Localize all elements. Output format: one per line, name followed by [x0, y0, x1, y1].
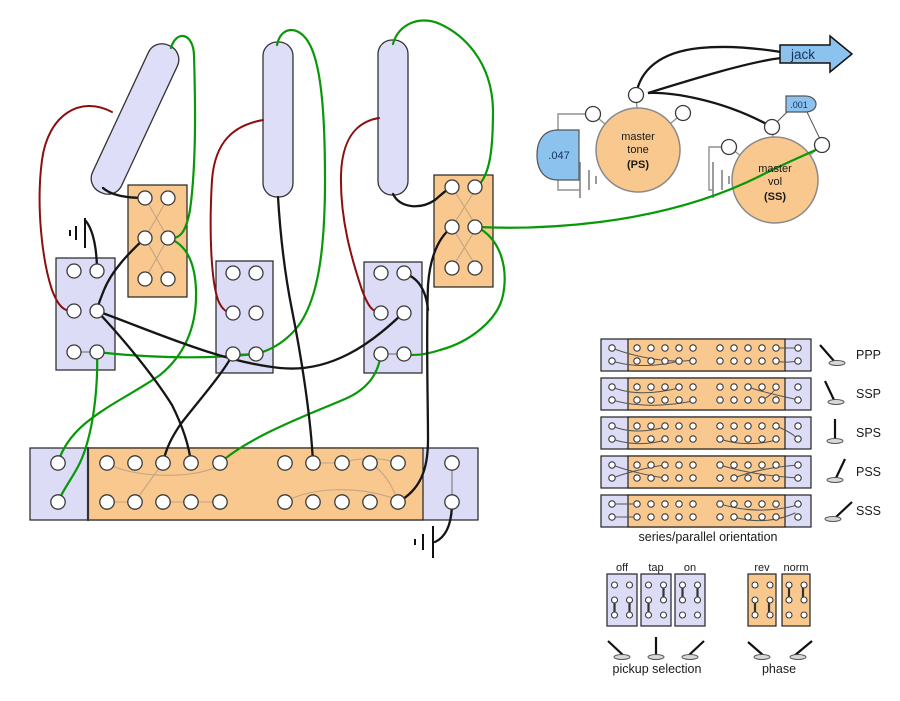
- ground-symbol-top-left: [69, 218, 86, 248]
- master-vol-label: master vol (SS): [758, 163, 792, 203]
- phase-switch-1: [127, 184, 188, 298]
- legend-label-ppp: PPP: [856, 348, 881, 362]
- middle-pickup: [262, 41, 294, 198]
- legend-row-ssp: SSP: [600, 377, 881, 411]
- bleed-capacitor: [785, 95, 817, 113]
- svg-text:master: master: [758, 163, 792, 175]
- jack-label: jack: [790, 47, 815, 62]
- master-tone-lugs: [584, 86, 692, 123]
- pickup-selection-legend: off tap on pickup selection: [606, 562, 706, 676]
- svg-text:master: master: [621, 131, 655, 143]
- svg-text:tone: tone: [627, 144, 648, 156]
- master-tone-pot: [595, 107, 681, 193]
- svg-text:(SS): (SS): [764, 191, 786, 203]
- ground-symbol-tone: [579, 162, 597, 198]
- option-label-off: off: [616, 562, 629, 574]
- option-label-tap: tap: [648, 562, 663, 574]
- bridge-pickup: [377, 39, 409, 196]
- tone-cap-label: .047: [548, 150, 569, 162]
- option-label-norm: norm: [783, 562, 808, 574]
- phase-legend: rev norm phase: [747, 562, 813, 676]
- legend-caption: series/parallel orientation: [639, 530, 778, 544]
- legend-label-sss: SSS: [856, 504, 881, 518]
- legend-row-ppp: PPP: [600, 338, 881, 372]
- legend-label-sps: SPS: [856, 426, 881, 440]
- jack-arrow-icon: [779, 34, 854, 74]
- neck-pickup: [90, 43, 180, 195]
- legend-label-pss: PSS: [856, 465, 881, 479]
- phase-caption: phase: [762, 662, 796, 676]
- legend-label-ssp: SSP: [856, 387, 881, 401]
- main-selector-bar: [29, 446, 479, 522]
- legend-row-sss: SSS: [600, 494, 881, 528]
- option-label-rev: rev: [754, 562, 770, 574]
- series-parallel-legend: PPP SSP SPS: [600, 338, 881, 544]
- legend-row-pss: PSS: [600, 455, 881, 489]
- pickup-selection-caption: pickup selection: [613, 662, 702, 676]
- ground-symbol-vol: [712, 162, 730, 198]
- red-wires: [38, 105, 382, 314]
- bleed-cap-label: .001: [790, 100, 808, 110]
- svg-text:(PS): (PS): [627, 159, 649, 171]
- ground-symbol-bar: [414, 526, 434, 558]
- master-tone-label: master tone (PS): [621, 131, 655, 171]
- svg-text:vol: vol: [768, 176, 782, 188]
- legend-row-sps: SPS: [600, 416, 881, 450]
- option-label-on: on: [684, 562, 696, 574]
- master-vol-lugs: [720, 118, 831, 156]
- output-jack: jack: [779, 34, 854, 74]
- tone-capacitor: [536, 129, 580, 181]
